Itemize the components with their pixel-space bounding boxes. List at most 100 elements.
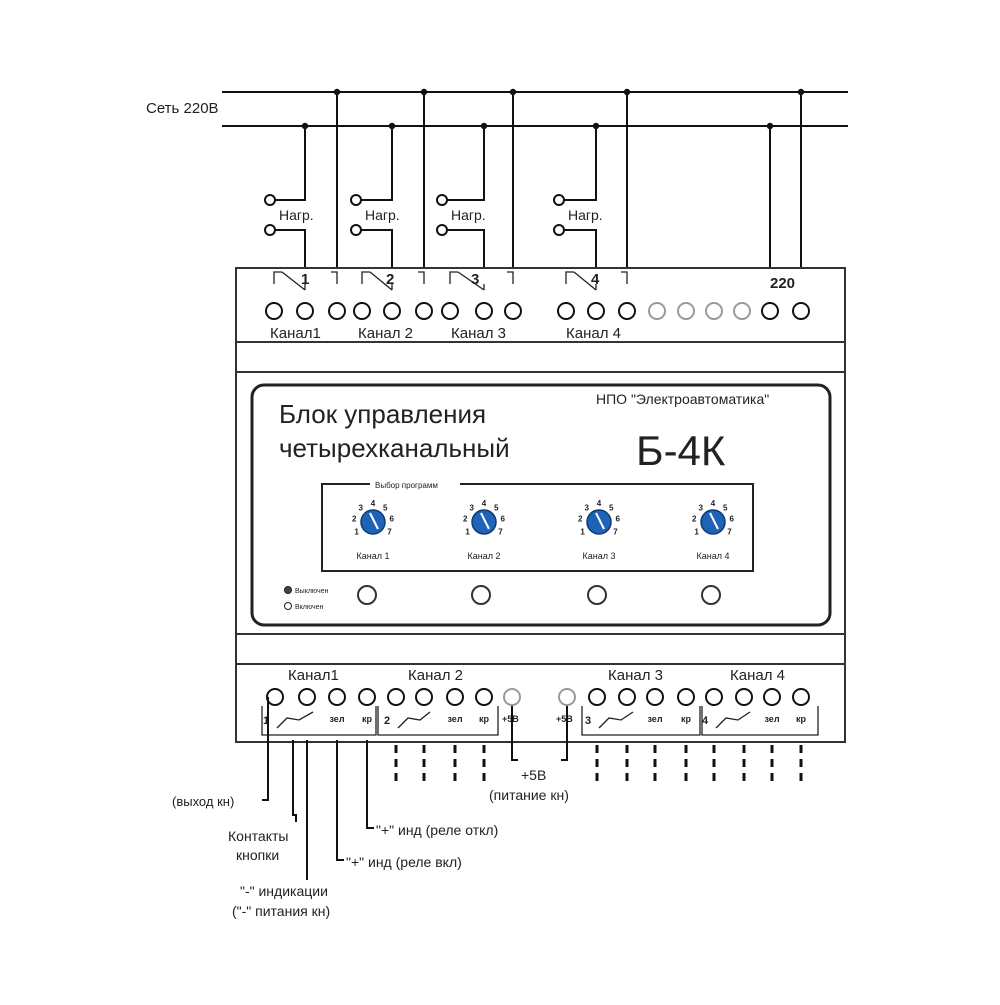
load-wire-bus-3	[447, 126, 485, 201]
supply-plus-5v-right: +5В	[556, 714, 573, 724]
dial-digit-4-3: 3	[699, 503, 704, 512]
relay-contact-symbol-2	[361, 271, 393, 291]
dial-digit-2-4: 4	[482, 499, 487, 508]
housing-rail-top	[235, 341, 846, 373]
bottom-group-number-4: 4	[702, 715, 709, 727]
relay-nc-symbol-1	[331, 271, 338, 284]
legend-on-label: Включен	[295, 604, 324, 611]
housing-top-band	[235, 267, 846, 343]
top-terminal-ch3-2	[475, 302, 493, 320]
dial-digit-1-7: 7	[387, 528, 392, 537]
bottom-group-bracket-3	[581, 706, 701, 736]
load-wire-bus-4	[564, 126, 597, 201]
load-label-1: Нагр.	[279, 207, 314, 223]
top-terminal-ch1-3	[328, 302, 346, 320]
bottom-group-number-2: 2	[384, 715, 390, 727]
bottom-sub-label-red-3: кр	[681, 714, 692, 724]
bottom-sub-label-red-1: кр	[362, 714, 373, 724]
bottom-terminal-ch1-4	[358, 688, 376, 706]
bottom-group-number-3: 3	[585, 715, 591, 727]
model-label: Б-4К	[636, 427, 726, 474]
bottom-group-bracket-2	[377, 706, 499, 736]
channel-indicator-3	[587, 585, 607, 605]
front-panel: Блок управления четырехканальный НПО "Эл…	[250, 383, 832, 627]
dial-digit-2-7: 7	[498, 528, 503, 537]
dial-digit-4-1: 1	[694, 528, 699, 537]
dial-digit-3-7: 7	[613, 528, 618, 537]
mains-label: Сеть 220В	[146, 100, 219, 117]
top-terminal-ch1-2	[296, 302, 314, 320]
lead-plus-5v-left	[511, 706, 518, 761]
dial-digit-3-6: 6	[615, 515, 620, 524]
load-wire-bus-2	[361, 126, 393, 201]
dial-digit-3-1: 1	[580, 528, 585, 537]
top-terminal-supply-1	[761, 302, 779, 320]
legend-off-label: Выключен	[295, 588, 329, 595]
top-terminal-ch4-2	[587, 302, 605, 320]
bottom-terminal-ch2-4	[475, 688, 493, 706]
dial-digit-4-2: 2	[692, 515, 697, 524]
dial-digit-1-5: 5	[383, 503, 388, 512]
panel-title-line2: четырехканальный	[279, 433, 510, 463]
annotation-plus-ind-on: "+" инд (реле вкл)	[346, 854, 462, 870]
top-terminal-spare-4	[733, 302, 751, 320]
load-label-3: Нагр.	[451, 207, 486, 223]
bottom-channel-label-3: Канал 3	[608, 667, 663, 684]
load-contact-bottom-2	[350, 224, 362, 236]
bottom-group-bracket-4	[701, 706, 819, 736]
top-terminal-ch4-3	[618, 302, 636, 320]
top-terminal-ch2-3	[415, 302, 433, 320]
dial-digit-2-3: 3	[470, 503, 475, 512]
bottom-switch-symbol-2	[397, 711, 431, 729]
dial-digit-3-3: 3	[585, 503, 590, 512]
supply-plus-5v-left: +5В	[502, 714, 519, 724]
annotation-button-contacts-1: Контакты	[228, 828, 288, 844]
top-terminal-spare-1	[648, 302, 666, 320]
bottom-terminal-ch2-3	[446, 688, 464, 706]
top-terminal-supply-2	[792, 302, 810, 320]
top-channel-label-1: Канал1	[270, 325, 321, 342]
top-terminal-spare-2	[677, 302, 695, 320]
relay-contact-symbol-3	[449, 271, 485, 291]
load-contact-top-2	[350, 194, 362, 206]
dial-digit-4-7: 7	[727, 528, 732, 537]
channel-indicator-2	[471, 585, 491, 605]
knob-label-2: Канал 2	[468, 551, 501, 561]
dial-digit-2-1: 1	[465, 528, 470, 537]
dial-digit-3-2: 2	[578, 515, 583, 524]
housing-rail-bottom	[235, 633, 846, 665]
dial-digit-1-4: 4	[371, 499, 376, 508]
bottom-terminal-supply-right	[558, 688, 576, 706]
bottom-sub-label-red-4: кр	[796, 714, 807, 724]
bottom-group-number-1: 1	[263, 715, 269, 727]
relay-number-3: 3	[471, 271, 479, 288]
bottom-sub-label-green-3: зел	[647, 714, 662, 724]
bottom-terminal-ch4-3	[763, 688, 781, 706]
mains-bus: Сеть 220В	[146, 91, 848, 127]
top-terminal-ch3-3	[504, 302, 522, 320]
annotations: (выход кн) Контакты кнопки "-" индикации…	[172, 767, 569, 919]
annotation-plus-ind-off: "+" инд (реле откл)	[376, 822, 498, 838]
program-knob-4	[700, 509, 726, 535]
bottom-switch-symbol-1	[276, 711, 314, 729]
annotation-minus-ind-2: ("-" питания кн)	[232, 903, 330, 919]
bottom-sub-label-green-1: зел	[329, 714, 344, 724]
dial-digit-3-4: 4	[597, 499, 602, 508]
program-select-label: Выбор программ	[375, 481, 438, 490]
dial-digit-1-1: 1	[354, 528, 359, 537]
load-label-4: Нагр.	[568, 207, 603, 223]
annotation-minus-ind-1: "-" индикации	[240, 883, 328, 899]
bottom-terminal-ch4-4	[792, 688, 810, 706]
lead-button-output	[262, 697, 269, 801]
legend-led-on	[284, 602, 292, 610]
top-terminal-block: 1 2 3 4 220 Канал1 Канал 2 Канал 3 Канал…	[265, 271, 810, 342]
relay-nc-symbol-4	[621, 271, 628, 284]
annotation-plus-5v-2: (питание кн)	[489, 787, 569, 803]
program-select-frame	[321, 483, 754, 572]
bottom-channel-label-2: Канал 2	[408, 667, 463, 684]
bottom-group-bracket-1	[261, 706, 377, 736]
bottom-terminal-ch3-4	[677, 688, 695, 706]
bottom-channel-label-4: Канал 4	[730, 667, 785, 684]
